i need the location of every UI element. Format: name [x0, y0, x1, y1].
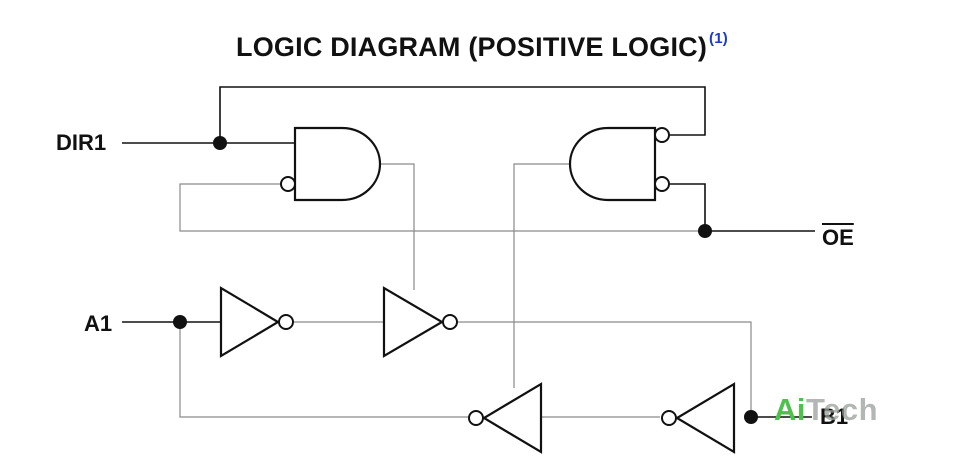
wires: [122, 86, 815, 418]
gate2-inversion-bubble-top: [654, 127, 670, 143]
label-b1: B1: [820, 404, 849, 429]
wire-oe: [670, 183, 815, 232]
buffer-a-to-b: [382, 286, 445, 358]
inverter-b-input: [674, 382, 736, 454]
watermark-part2: Tech: [806, 392, 879, 427]
wire-gate2-out: [513, 163, 570, 388]
label-oe: OE: [822, 225, 854, 250]
junction-a1: [173, 315, 187, 329]
thin-wires: [179, 163, 752, 418]
wire-gate1-in2-loop: [179, 183, 705, 232]
wire-dir1-feedback: [219, 86, 706, 143]
junction-b1: [744, 410, 758, 424]
diagram-title: LOGIC DIAGRAM (POSITIVE LOGIC)(1): [0, 30, 964, 63]
title-footnote: (1): [709, 30, 728, 47]
buffer-b-to-a: [481, 382, 543, 454]
junction-dir1: [213, 136, 227, 150]
junctions: [173, 136, 758, 424]
and-gate-oe: [568, 126, 657, 202]
label-a1: A1: [84, 311, 113, 336]
gate1-inversion-bubble: [280, 176, 296, 192]
junction-oe: [698, 224, 712, 238]
label-dir1: DIR1: [56, 130, 107, 155]
gate2-inversion-bubble-bottom: [654, 176, 670, 192]
inverter1-bubble: [278, 314, 294, 330]
wire-gate1-out: [380, 163, 415, 290]
watermark-part1: Ai: [774, 392, 806, 427]
and-gate-dir: [293, 126, 382, 202]
inverter3-bubble: [468, 410, 484, 426]
watermark: AiTech: [774, 392, 878, 428]
inverter2-bubble: [442, 314, 458, 330]
inverter4-bubble: [661, 410, 677, 426]
title-text: LOGIC DIAGRAM (POSITIVE LOGIC): [236, 32, 708, 62]
wire-a1-loop: [179, 322, 468, 418]
wire-inv2-to-b1: [458, 321, 752, 417]
inverter-a-input: [219, 286, 281, 358]
